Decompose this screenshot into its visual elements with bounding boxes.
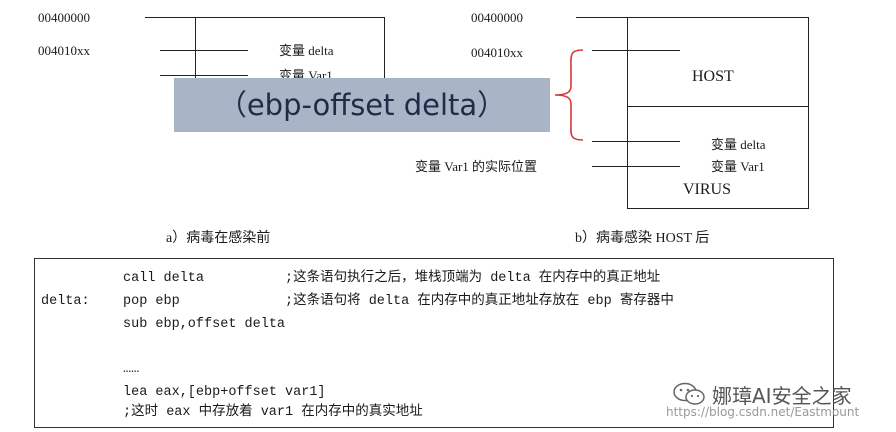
addr-mid-a: 004010xx <box>38 43 90 58</box>
label-delta-a: 变量 delta <box>279 43 334 58</box>
label-delta-code: delta: <box>41 294 90 309</box>
comment-pop: ;这条语句将 delta 在内存中的真正地址存放在 ebp 寄存器中 <box>285 294 674 309</box>
box-left-edge-a <box>195 17 196 87</box>
ebp-offset-callout: （ebp-offset delta） <box>174 78 550 132</box>
comment-eax: ;这时 eax 中存放着 var1 在内存中的真实地址 <box>123 405 423 420</box>
memory-box-b <box>627 17 809 209</box>
top-line-a <box>145 17 385 18</box>
label-var1-b: 变量 Var1 <box>711 159 765 174</box>
code-pop: pop ebp <box>123 294 180 309</box>
mid-line-b <box>592 50 680 51</box>
delta-line-b <box>592 141 680 142</box>
virus-label: VIRUS <box>683 181 732 198</box>
addr-top-b: 00400000 <box>471 10 523 25</box>
var1-line-b <box>592 166 680 167</box>
mid-line-a <box>160 50 248 51</box>
code-sub: sub ebp,offset delta <box>123 317 286 332</box>
var1-line-a <box>160 75 248 76</box>
watermark-url: https://blog.csdn.net/Eastmount <box>666 405 860 419</box>
label-delta-b: 变量 delta <box>711 137 766 152</box>
caption-a: a）病毒在感染前 <box>166 231 271 246</box>
wechat-icon <box>673 382 705 405</box>
box-right-edge-a <box>384 17 385 87</box>
host-label: HOST <box>692 68 734 85</box>
code-listing: call delta ;这条语句执行之后，堆栈顶端为 delta 在内存中的真正… <box>34 258 834 428</box>
var1-real-position-label: 变量 Var1 的实际位置 <box>415 159 538 174</box>
code-call: call delta <box>123 271 205 286</box>
code-ellipsis: …… <box>123 362 140 377</box>
red-brace-icon <box>554 49 584 141</box>
code-lea: lea eax,[ebp+offset var1] <box>123 385 326 400</box>
comment-call: ;这条语句执行之后，堆栈顶端为 delta 在内存中的真正地址 <box>285 271 661 286</box>
watermark-brand: 娜璋AI安全之家 <box>712 384 852 408</box>
caption-b: b）病毒感染 HOST 后 <box>575 231 710 246</box>
host-virus-divider <box>627 106 809 107</box>
addr-top-a: 00400000 <box>38 10 90 25</box>
addr-mid-b: 004010xx <box>471 45 523 60</box>
